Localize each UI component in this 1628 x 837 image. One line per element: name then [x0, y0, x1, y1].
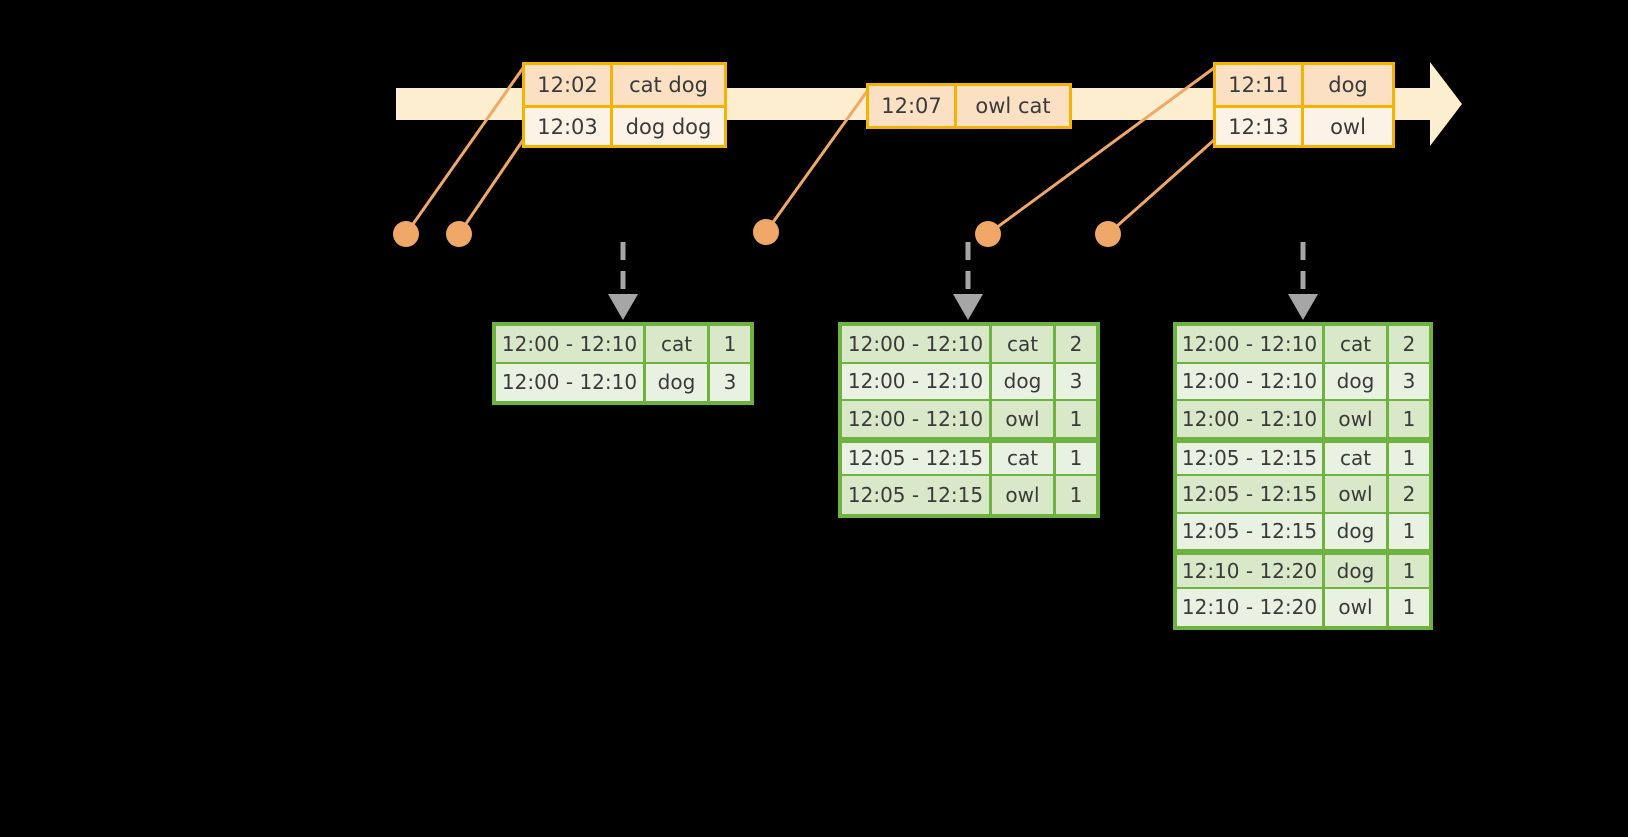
cell-count: 1 — [1389, 513, 1429, 551]
event-row[interactable]: 12:07 owl cat — [869, 86, 1069, 126]
cell-window: 12:05 - 12:15 — [1177, 442, 1325, 476]
cell-key: cat — [1325, 326, 1389, 364]
cell-count: 1 — [1056, 476, 1096, 514]
event-row[interactable]: 12:13 owl — [1216, 105, 1392, 145]
event-row[interactable]: 12:02 cat dog — [525, 65, 724, 105]
cell-key: owl — [1325, 401, 1389, 439]
cell-window: 12:00 - 12:10 — [496, 363, 646, 401]
cell-count: 1 — [1389, 442, 1429, 476]
cell-key: owl — [992, 476, 1056, 514]
cell-window: 12:05 - 12:15 — [842, 442, 992, 476]
cell-count: 1 — [1389, 588, 1429, 626]
cell-window: 12:10 - 12:20 — [1177, 555, 1325, 589]
cell-window: 12:00 - 12:10 — [842, 401, 992, 439]
event-group-1[interactable]: 12:02 cat dog 12:03 dog dog — [522, 62, 727, 148]
event-time: 12:07 — [869, 86, 957, 126]
cell-count: 2 — [1389, 326, 1429, 364]
cell-key: cat — [992, 326, 1056, 364]
connector-dot — [975, 221, 1001, 247]
cell-count: 1 — [1056, 401, 1096, 439]
cell-count: 1 — [1056, 442, 1096, 476]
cell-key: dog — [1325, 513, 1389, 551]
dashed-arrow-2 — [953, 242, 983, 320]
cell-count: 1 — [1389, 555, 1429, 589]
event-row[interactable]: 12:03 dog dog — [525, 105, 724, 145]
event-words: dog dog — [625, 114, 712, 139]
dashed-arrow-1 — [608, 242, 638, 320]
cell-key: owl — [1325, 476, 1389, 514]
cell-key: dog — [1325, 555, 1389, 589]
cell-key: dog — [1325, 363, 1389, 401]
event-group-3[interactable]: 12:11 dog 12:13 owl — [1213, 62, 1395, 148]
cell-window: 12:00 - 12:10 — [1177, 363, 1325, 401]
connector-dot — [393, 221, 419, 247]
cell-window: 12:00 - 12:10 — [1177, 326, 1325, 364]
event-time: 12:02 — [525, 65, 613, 105]
event-words: owl — [1330, 114, 1366, 139]
connector-dots — [393, 219, 1121, 247]
cell-key: cat — [646, 326, 710, 364]
cell-window: 12:05 - 12:15 — [1177, 513, 1325, 551]
cell-count: 3 — [1389, 363, 1429, 401]
cell-window: 12:05 - 12:15 — [1177, 476, 1325, 514]
cell-key: cat — [1325, 442, 1389, 476]
event-time: 12:03 — [525, 108, 613, 145]
cell-window: 12:10 - 12:20 — [1177, 588, 1325, 626]
cell-count: 3 — [1056, 363, 1096, 401]
event-group-2[interactable]: 12:07 owl cat — [866, 83, 1072, 129]
cell-window: 12:05 - 12:15 — [842, 476, 992, 514]
connector-dot — [753, 219, 779, 245]
cell-count: 2 — [1389, 476, 1429, 514]
event-time: 12:13 — [1216, 108, 1304, 145]
event-row[interactable]: 12:11 dog — [1216, 65, 1392, 105]
cell-key: cat — [992, 442, 1056, 476]
dashed-arrows — [608, 242, 1318, 320]
cell-key: dog — [646, 363, 710, 401]
cell-key: owl — [1325, 588, 1389, 626]
cell-key: dog — [992, 363, 1056, 401]
connector-dot — [446, 221, 472, 247]
event-words: cat dog — [629, 73, 708, 97]
cell-count: 3 — [710, 363, 750, 401]
cell-window: 12:00 - 12:10 — [842, 363, 992, 401]
event-words: owl cat — [975, 94, 1051, 118]
cell-window: 12:00 - 12:10 — [842, 326, 992, 364]
event-time: 12:11 — [1216, 65, 1304, 105]
cell-window: 12:00 - 12:10 — [496, 326, 646, 364]
connector-dot — [1095, 221, 1121, 247]
cell-count: 1 — [1389, 401, 1429, 439]
cell-count: 1 — [710, 326, 750, 364]
cell-key: owl — [992, 401, 1056, 439]
cell-window: 12:00 - 12:10 — [1177, 401, 1325, 439]
event-words: dog — [1328, 73, 1368, 97]
dashed-arrow-3 — [1288, 242, 1318, 320]
cell-count: 2 — [1056, 326, 1096, 364]
